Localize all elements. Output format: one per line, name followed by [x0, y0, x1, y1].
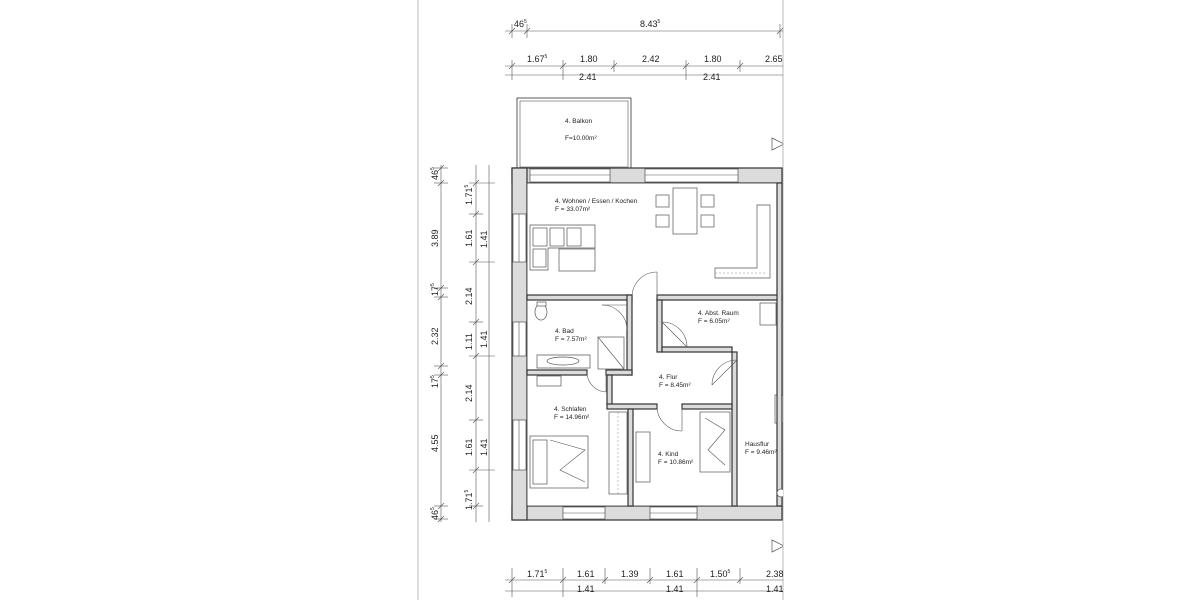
dim-top-row3-1: 2.41: [579, 72, 597, 82]
dim-bottom-row2-2: 1.41: [666, 584, 684, 594]
dim-left-outer-1: 465: [430, 167, 440, 180]
dim-left-mid-4: 1.11: [464, 333, 474, 350]
top-dimension-lines: [505, 24, 783, 80]
dim-top-1: 465: [514, 19, 527, 29]
dim-top-row2-2: 1.80: [580, 54, 598, 64]
dim-left-outer-6: 4.55: [430, 434, 440, 452]
dim-left-outer-7: 465: [430, 507, 440, 520]
dim-top-row3-2: 2.41: [703, 72, 721, 82]
room-bad-area: F = 7.57m²: [555, 336, 587, 343]
dim-left-inner-2: 1.41: [479, 330, 489, 348]
balcony: [516, 97, 632, 169]
kid-room-furniture: [635, 411, 731, 483]
dim-left-outer-3: 175: [430, 283, 440, 296]
dim-left-mid-6: 1.61: [464, 438, 474, 456]
bottom-dimension-labels: 1.715 1.61 1.39 1.61 1.505 2.38 1.41 1.4…: [527, 569, 784, 594]
dim-left-mid-3: 2.14: [464, 287, 474, 305]
storage-and-hallway: [759, 137, 783, 553]
dim-left-outer-2: 3.89: [430, 229, 440, 247]
dining-table: [655, 187, 715, 235]
doors: [586, 271, 738, 432]
dim-bottom-row2-3: 1.41: [766, 584, 784, 594]
dim-left-outer-4: 2.32: [430, 327, 440, 345]
dim-bottom-4: 1.61: [666, 569, 684, 579]
dim-left-mid-5: 2.14: [464, 384, 474, 402]
room-bad-name: 4. Bad: [555, 328, 574, 335]
kitchen-counter: [714, 204, 771, 279]
dim-top-2: 8.435: [640, 19, 661, 29]
dim-bottom-1: 1.715: [527, 569, 548, 579]
dim-top-row2-1: 1.675: [527, 54, 548, 64]
left-dimension-labels: 465 3.89 175 2.32 175 4.55 465 1.715 1.6…: [430, 167, 489, 520]
dim-left-mid-2: 1.61: [464, 229, 474, 247]
room-abst-name: 4. Abst. Raum: [698, 310, 739, 317]
dim-left-mid-7: 1.715: [464, 489, 474, 510]
room-flur-name: 4. Flur: [659, 374, 678, 381]
dim-bottom-row2-1: 1.41: [577, 584, 595, 594]
room-balkon-area: F=10.00m²: [565, 135, 597, 142]
room-hausflur-name: Hausflur: [745, 441, 770, 448]
room-labels: 4. Balkon F=10.00m² 4. Wohnen / Essen / …: [554, 118, 777, 466]
dim-left-outer-5: 175: [430, 375, 440, 388]
room-kind-name: 4. Kind: [658, 451, 679, 458]
left-windows: [512, 213, 527, 471]
dim-top-row2-3: 2.42: [642, 54, 660, 64]
bedroom-furniture: [529, 411, 628, 495]
room-flur-area: F = 8.45m²: [659, 382, 691, 389]
room-kind-area: F = 10.86m²: [658, 459, 694, 466]
room-wohnen-name: 4. Wohnen / Essen / Kochen: [555, 198, 638, 205]
room-schlafen-area: F = 14.96m²: [554, 414, 590, 421]
top-dimension-labels: 465 8.435 1.675 1.80 2.42 1.80 2.65 2.41…: [514, 19, 783, 82]
dim-top-row2-4: 1.80: [704, 54, 722, 64]
dim-bottom-3: 1.39: [621, 569, 639, 579]
bathroom-fixtures: [534, 301, 625, 387]
room-schlafen-name: 4. Schlafen: [554, 406, 587, 413]
bottom-windows: [562, 506, 698, 520]
dim-left-inner-3: 1.41: [479, 438, 489, 456]
dim-bottom-6: 2.38: [766, 569, 784, 579]
living-sofa: [529, 224, 596, 272]
top-windows: [529, 168, 739, 183]
dim-bottom-5: 1.505: [710, 569, 731, 579]
room-balkon-name: 4. Balkon: [565, 118, 592, 125]
left-dimension-lines: [434, 164, 495, 523]
dim-left-inner-1: 1.41: [479, 230, 489, 248]
dim-top-row2-5: 2.65: [765, 54, 783, 64]
room-hausflur-area: F = 9.46m²: [745, 449, 777, 456]
room-wohnen-area: F = 33.07m²: [555, 206, 591, 213]
bottom-dimension-lines: [505, 568, 783, 597]
room-abst-area: F = 6.05m²: [698, 318, 730, 325]
dim-bottom-2: 1.61: [577, 569, 595, 579]
dim-left-mid-1: 1.715: [464, 184, 474, 205]
